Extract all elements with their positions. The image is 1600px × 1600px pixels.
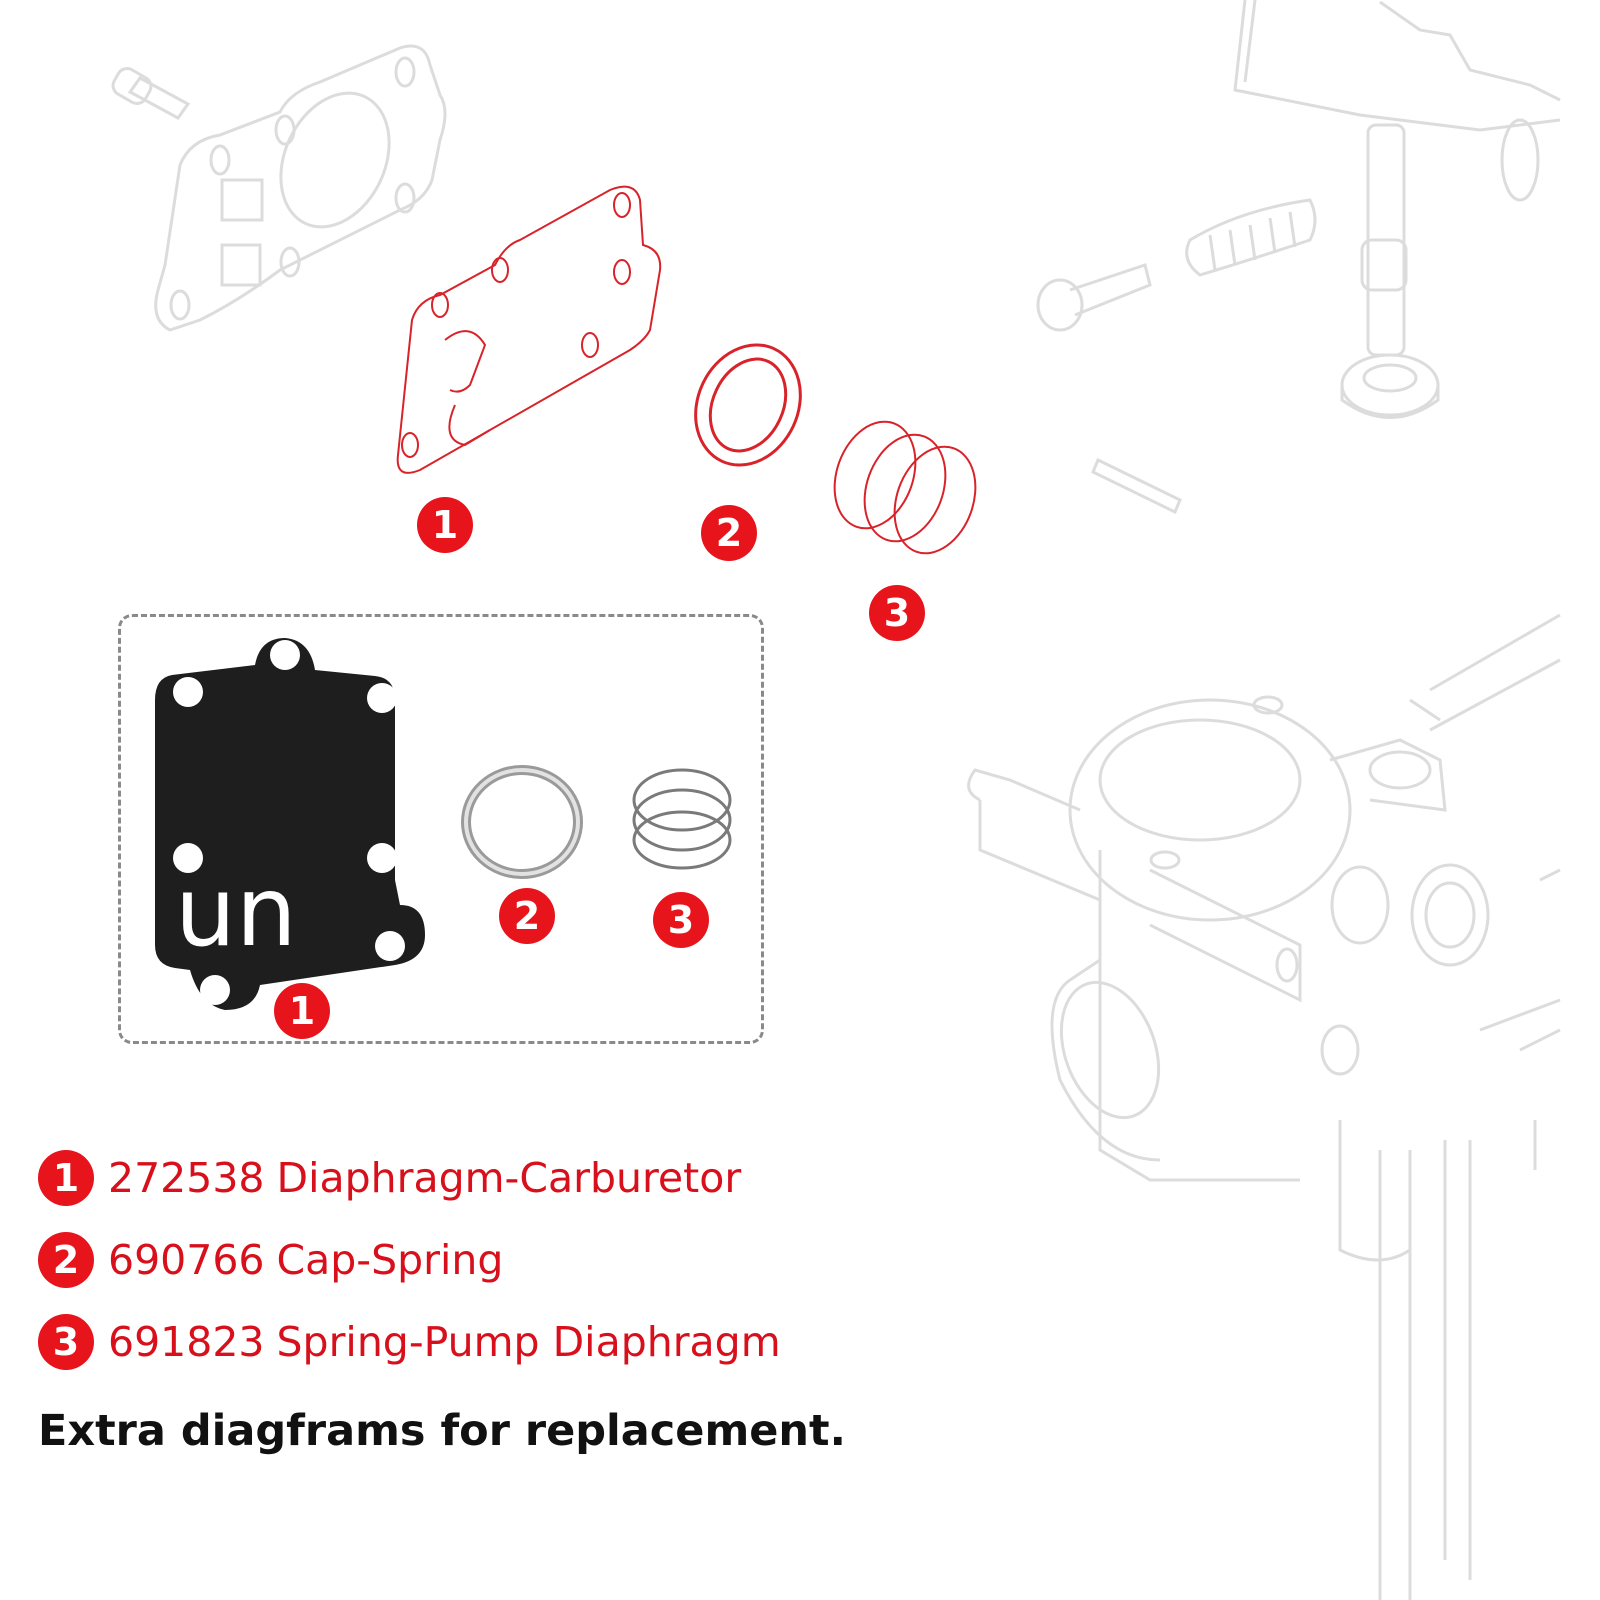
callout-number: 1 xyxy=(431,503,459,547)
pin-icon xyxy=(1091,457,1182,515)
cap-spring-photo-icon xyxy=(461,765,583,879)
washer-icon xyxy=(1340,353,1440,419)
legend-number-badge: 2 xyxy=(38,1232,94,1288)
part-number: 272538 xyxy=(108,1154,265,1202)
part-name: Diaphragm-Carburetor xyxy=(276,1154,742,1202)
callout-number: 1 xyxy=(288,989,316,1033)
diaphragm-drawing-icon xyxy=(396,185,662,474)
legend-number-badge: 3 xyxy=(38,1314,94,1370)
bracket-icon xyxy=(1233,0,1561,357)
carburetor-body-icon xyxy=(967,613,1561,1600)
diaphragm-photo-icon: un xyxy=(155,638,425,1010)
callout-number: 3 xyxy=(667,898,695,942)
callout-number: 2 xyxy=(513,894,541,938)
adjust-screw-icon xyxy=(1036,263,1152,332)
part-number: 691823 xyxy=(108,1318,265,1366)
spring-photo-icon xyxy=(632,768,732,870)
part-name: Cap-Spring xyxy=(276,1236,504,1284)
callout-photo-2: 2 xyxy=(499,888,555,944)
legend-number-badge: 1 xyxy=(38,1150,94,1206)
coil-spring-icon xyxy=(1185,198,1317,277)
callout-drawing-2: 2 xyxy=(701,505,757,561)
caption: Extra diagframs for replacement. xyxy=(38,1406,846,1456)
cover-plate-icon xyxy=(154,44,447,332)
callout-photo-3: 3 xyxy=(653,892,709,948)
gasket-mark: un xyxy=(175,856,297,968)
screw-icon xyxy=(111,67,191,120)
callout-number: 3 xyxy=(883,591,911,635)
callout-drawing-3: 3 xyxy=(869,585,925,641)
spring-drawing-icon xyxy=(833,420,977,555)
part-number: 690766 xyxy=(108,1236,265,1284)
callout-photo-1: 1 xyxy=(274,983,330,1039)
callout-number: 2 xyxy=(715,511,743,555)
part-name: Spring-Pump Diaphragm xyxy=(276,1318,781,1366)
product-photo-frame xyxy=(118,614,764,1044)
cap-spring-drawing-icon xyxy=(694,343,802,467)
callout-drawing-1: 1 xyxy=(417,497,473,553)
